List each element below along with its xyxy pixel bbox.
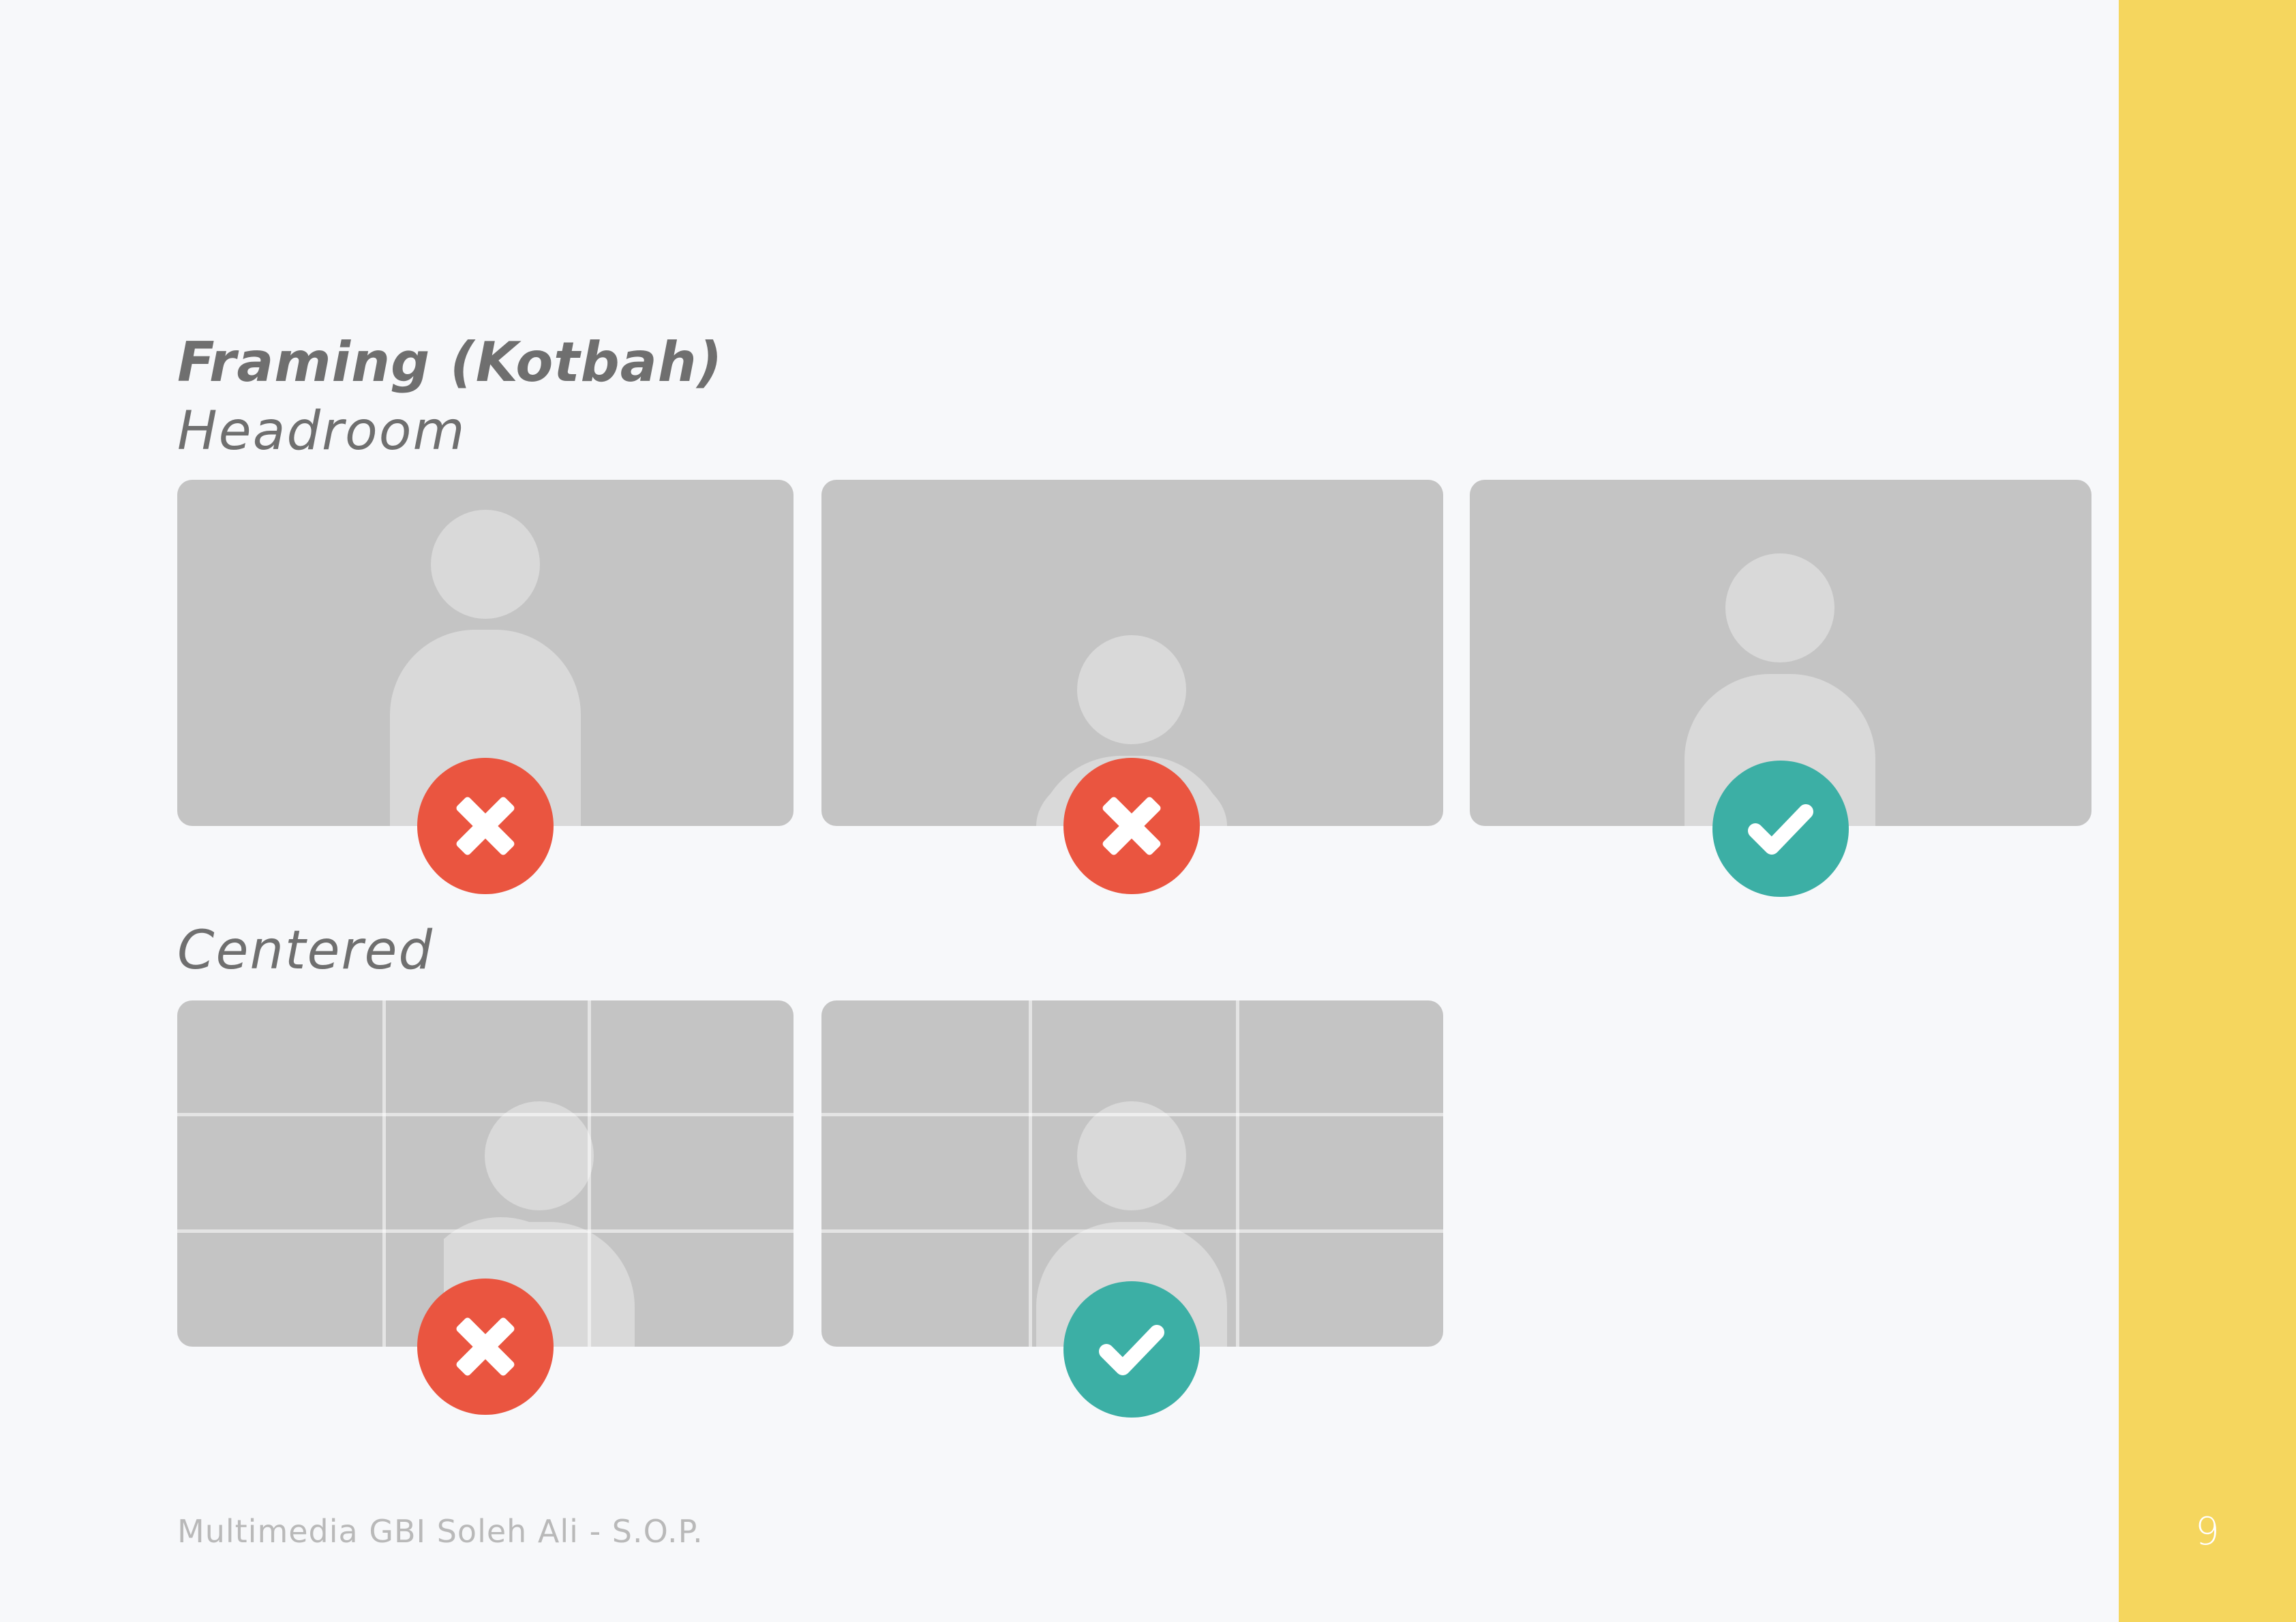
section-label-headroom: Headroom [177, 401, 466, 462]
cross-icon [456, 1317, 515, 1376]
grid-line [1236, 1000, 1239, 1347]
check-icon [1099, 1325, 1164, 1375]
side-accent-bar [2119, 0, 2296, 1622]
wrong-badge [1063, 758, 1200, 894]
wrong-badge [417, 758, 554, 894]
grid-line [821, 1113, 1443, 1116]
cross-icon [456, 797, 515, 855]
page-number: 9 [2195, 1510, 2220, 1554]
grid-line [821, 1229, 1443, 1233]
grid-line [1029, 1000, 1032, 1347]
correct-badge [1063, 1281, 1200, 1418]
check-icon [1748, 804, 1813, 855]
wrong-badge [417, 1279, 554, 1415]
grid-line [382, 1000, 386, 1347]
page-title: Framing (Kotbah) [177, 331, 723, 394]
grid-line [177, 1229, 794, 1233]
grid-line [588, 1000, 591, 1347]
correct-badge [1712, 761, 1849, 897]
section-label-centered: Centered [177, 920, 434, 981]
cross-icon [1102, 797, 1161, 855]
grid-line [177, 1113, 794, 1116]
footer-text: Multimedia GBI Soleh Ali - S.O.P. [177, 1513, 704, 1550]
